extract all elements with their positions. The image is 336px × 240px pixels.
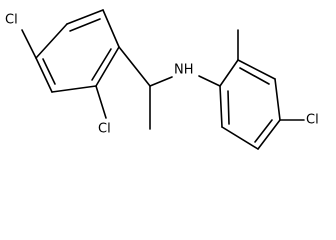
bond-to-cl xyxy=(21,29,37,59)
bond xyxy=(237,59,276,80)
double-bond xyxy=(227,90,230,125)
bond-to-cl xyxy=(95,85,107,119)
double-bond xyxy=(239,67,270,85)
bond xyxy=(274,78,281,121)
bond xyxy=(257,119,281,150)
bond xyxy=(219,85,223,128)
bond-to-nh xyxy=(149,76,173,87)
ring-a-dichlorophenyl xyxy=(21,9,120,119)
double-bond xyxy=(69,18,101,32)
bond xyxy=(51,85,97,93)
bond xyxy=(95,46,120,87)
bond xyxy=(221,126,259,150)
ring-b-chloromethylphenyl xyxy=(198,29,305,150)
bond xyxy=(35,57,53,93)
amine-nh-label: NH xyxy=(174,63,194,78)
atom-labels: Cl Cl NH Cl xyxy=(5,13,319,137)
bond xyxy=(35,23,68,59)
double-bond xyxy=(42,58,56,85)
chlorine-label: Cl xyxy=(5,13,18,28)
structure-diagram: Cl Cl NH Cl xyxy=(5,9,319,150)
bond-to-nh xyxy=(198,75,221,87)
chlorine-label: Cl xyxy=(306,113,319,128)
double-bond xyxy=(254,119,273,143)
bond xyxy=(118,46,151,87)
chlorine-label: Cl xyxy=(98,122,111,137)
double-bond xyxy=(91,48,112,81)
ethylidene-bridge xyxy=(118,46,173,130)
bond xyxy=(102,9,120,48)
bond xyxy=(66,9,104,25)
bond xyxy=(219,59,239,87)
